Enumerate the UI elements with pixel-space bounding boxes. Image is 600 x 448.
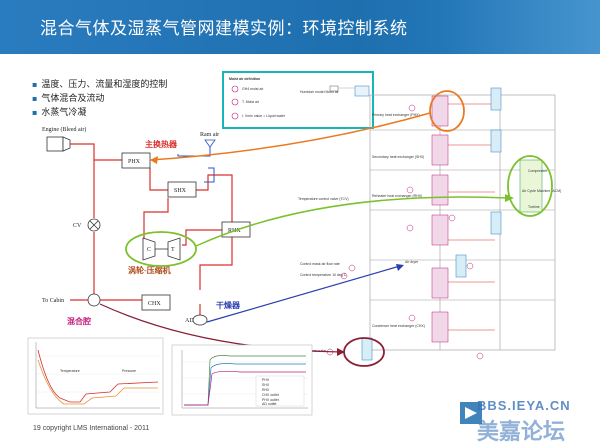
- shx-box: [167, 181, 197, 198]
- amesim-sketch: Primary heat exchanger (PHX) Secondary h…: [298, 87, 561, 361]
- plot-temperature: Temperature Pressure: [27, 337, 164, 415]
- phx-highlight: [429, 90, 465, 132]
- main-hx-callout: 主换热器: [145, 139, 178, 149]
- amesim-frame: [369, 94, 556, 351]
- plot2-legend: PHX outlet: [262, 398, 279, 402]
- bullet-list: 温度、压力、流量和湿度的控制 气体混合及流动 水蒸气冷凝: [32, 78, 167, 120]
- ad-label: AD: [185, 318, 194, 324]
- amesim-label: Primary heat exchanger (PHX): [372, 113, 420, 117]
- amesim-label: Secondary heat exchanger (SHX): [372, 155, 424, 159]
- turbo-callout: 涡轮-压缩机: [128, 265, 171, 275]
- left-schematic: Engine (Bleed air) Ram air PHX SHX: [42, 126, 251, 326]
- air-dryer: [192, 314, 208, 326]
- compressor-shape: [142, 237, 156, 261]
- title-bar: 混合气体及湿蒸气管网建模实例：环境控制系统: [0, 0, 600, 54]
- plot1-label: Pressure: [122, 369, 136, 373]
- amesim-components: [326, 87, 543, 361]
- mix-chamber: [87, 293, 101, 307]
- dryer-callout: 干燥器: [216, 300, 241, 310]
- engine-nozzle: [62, 136, 71, 152]
- ram-air-label: Ram air: [200, 132, 219, 138]
- title-bar-shade: [440, 0, 600, 54]
- chx-box: [141, 294, 171, 311]
- moist-air-legend: Moist air definition GH4 moist air T. Mo…: [222, 71, 374, 129]
- cv-label: CV: [73, 223, 82, 229]
- bullet-item: 温度、压力、流量和湿度的控制: [32, 78, 167, 92]
- acm-model-highlight: [507, 155, 553, 217]
- legend-item: T. Moist air: [242, 100, 260, 104]
- legend-side: Humidair model Moist air: [300, 90, 340, 94]
- bullet-item: 气体混合及流动: [32, 92, 167, 106]
- amesim-label: Air Cycle Machine (ACM): [522, 189, 561, 193]
- bleed-pipes: [70, 143, 233, 318]
- footer-copyright: 19 copyright LMS International - 2011: [33, 425, 150, 432]
- page-title: 混合气体及湿蒸气管网建模实例：环境控制系统: [40, 19, 408, 39]
- lms-logo: [460, 402, 482, 424]
- turbine-label: T: [171, 247, 175, 253]
- amesim-label: Turbine: [528, 205, 540, 209]
- plot2-legend: RHX: [262, 388, 270, 392]
- legend-title: Moist air definition: [229, 77, 260, 81]
- amesim-label: Temperature control valve (TCV): [298, 197, 349, 201]
- watermark-url: BBS.IEYA.CN: [477, 398, 571, 413]
- plot1-label: Temperature: [60, 369, 80, 373]
- plot-outlets: PHX SHX RHX CHX outlet PHX outlet AD out…: [171, 344, 313, 416]
- amesim-label: Control mask air flow rate: [300, 262, 340, 266]
- plot2-legend: AD outlet: [262, 402, 276, 406]
- compressor-label: C: [147, 247, 151, 253]
- legend-item: GH4 moist air: [242, 87, 264, 91]
- amesim-label: Condenser heat exchanger (CHX): [372, 324, 425, 328]
- amesim-label: Compressor: [528, 169, 548, 173]
- amesim-label: Air dryer: [405, 260, 419, 264]
- phx-callout-line: [149, 112, 431, 161]
- phx-box: [121, 152, 151, 169]
- dryer-callout-line: [206, 265, 401, 323]
- watermark-forum: 美嘉论坛: [477, 420, 566, 445]
- engine-label: Engine (Bleed air): [42, 126, 86, 133]
- shx-label: SHX: [174, 188, 187, 194]
- chx-label: CHX: [148, 301, 161, 307]
- mix-callout: 混合腔: [67, 316, 91, 326]
- to-cabin-label: To Cabin: [42, 298, 64, 304]
- bullet-item: 水蒸气冷凝: [32, 106, 167, 120]
- plot2-legend: PHX: [262, 378, 270, 382]
- legend-frame: [222, 71, 374, 129]
- phx-label: PHX: [128, 159, 141, 165]
- legend-item: I. Vmin value = Liquid water: [242, 114, 286, 118]
- acm-highlight: [125, 231, 197, 267]
- ram-air-inlet: [204, 139, 216, 148]
- plot2-legend: CHX outlet: [262, 393, 279, 397]
- turbine-shape: [167, 237, 181, 261]
- engine-block: [46, 136, 64, 152]
- plot2-legend: SHX: [262, 383, 270, 387]
- acm-callout-line: [195, 196, 509, 247]
- amesim-label: Control temperature 10 deg C: [300, 273, 347, 277]
- amesim-label: Reheater heat exchanger (RHX): [372, 194, 422, 198]
